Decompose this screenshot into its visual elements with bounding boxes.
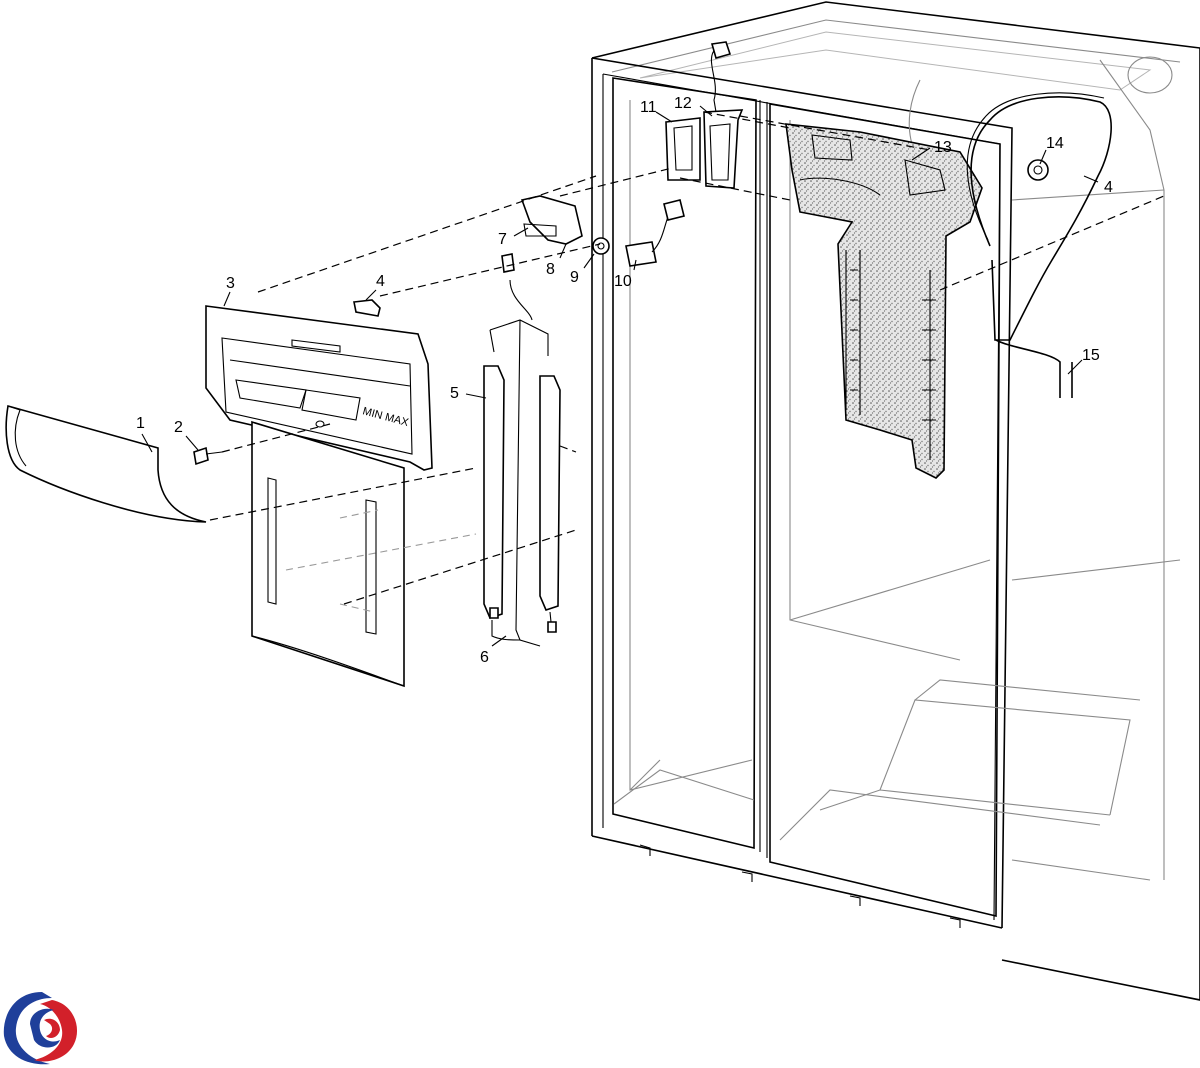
- callout-2: 2: [174, 419, 183, 436]
- water-tube: [966, 92, 1112, 398]
- callout-labels: 1 2 3 4 5 6 7 8 9 10 11 12 13 14 4 15: [136, 95, 1113, 666]
- small-parts: [520, 195, 685, 267]
- leader-lines: [141, 105, 1099, 647]
- trim-and-fasteners: [5, 299, 381, 523]
- brand-logo: [3, 992, 78, 1065]
- callout-11: 11: [640, 99, 657, 116]
- callout-13: 13: [934, 139, 952, 156]
- callout-15: 15: [1082, 347, 1100, 364]
- callout-5: 5: [450, 385, 459, 402]
- callout-8: 8: [546, 261, 555, 278]
- callout-7: 7: [498, 231, 507, 248]
- callout-10: 10: [614, 273, 632, 290]
- callout-3: 3: [226, 275, 235, 292]
- callout-14: 14: [1046, 135, 1064, 152]
- callout-6: 6: [480, 649, 489, 666]
- callout-9: 9: [570, 269, 579, 286]
- refrigerator-cabinet: [591, 1, 1200, 1001]
- dispenser-panel: MIN MAX: [205, 305, 433, 688]
- callout-4-right: 4: [1104, 179, 1113, 196]
- led-light-assembly: [483, 253, 561, 647]
- callout-4: 4: [376, 273, 385, 290]
- callout-1: 1: [136, 415, 145, 432]
- callout-12: 12: [674, 95, 692, 112]
- assembly-lines: [209, 111, 1165, 613]
- top-control-parts: [665, 41, 744, 189]
- air-duct-assembly: [785, 123, 983, 479]
